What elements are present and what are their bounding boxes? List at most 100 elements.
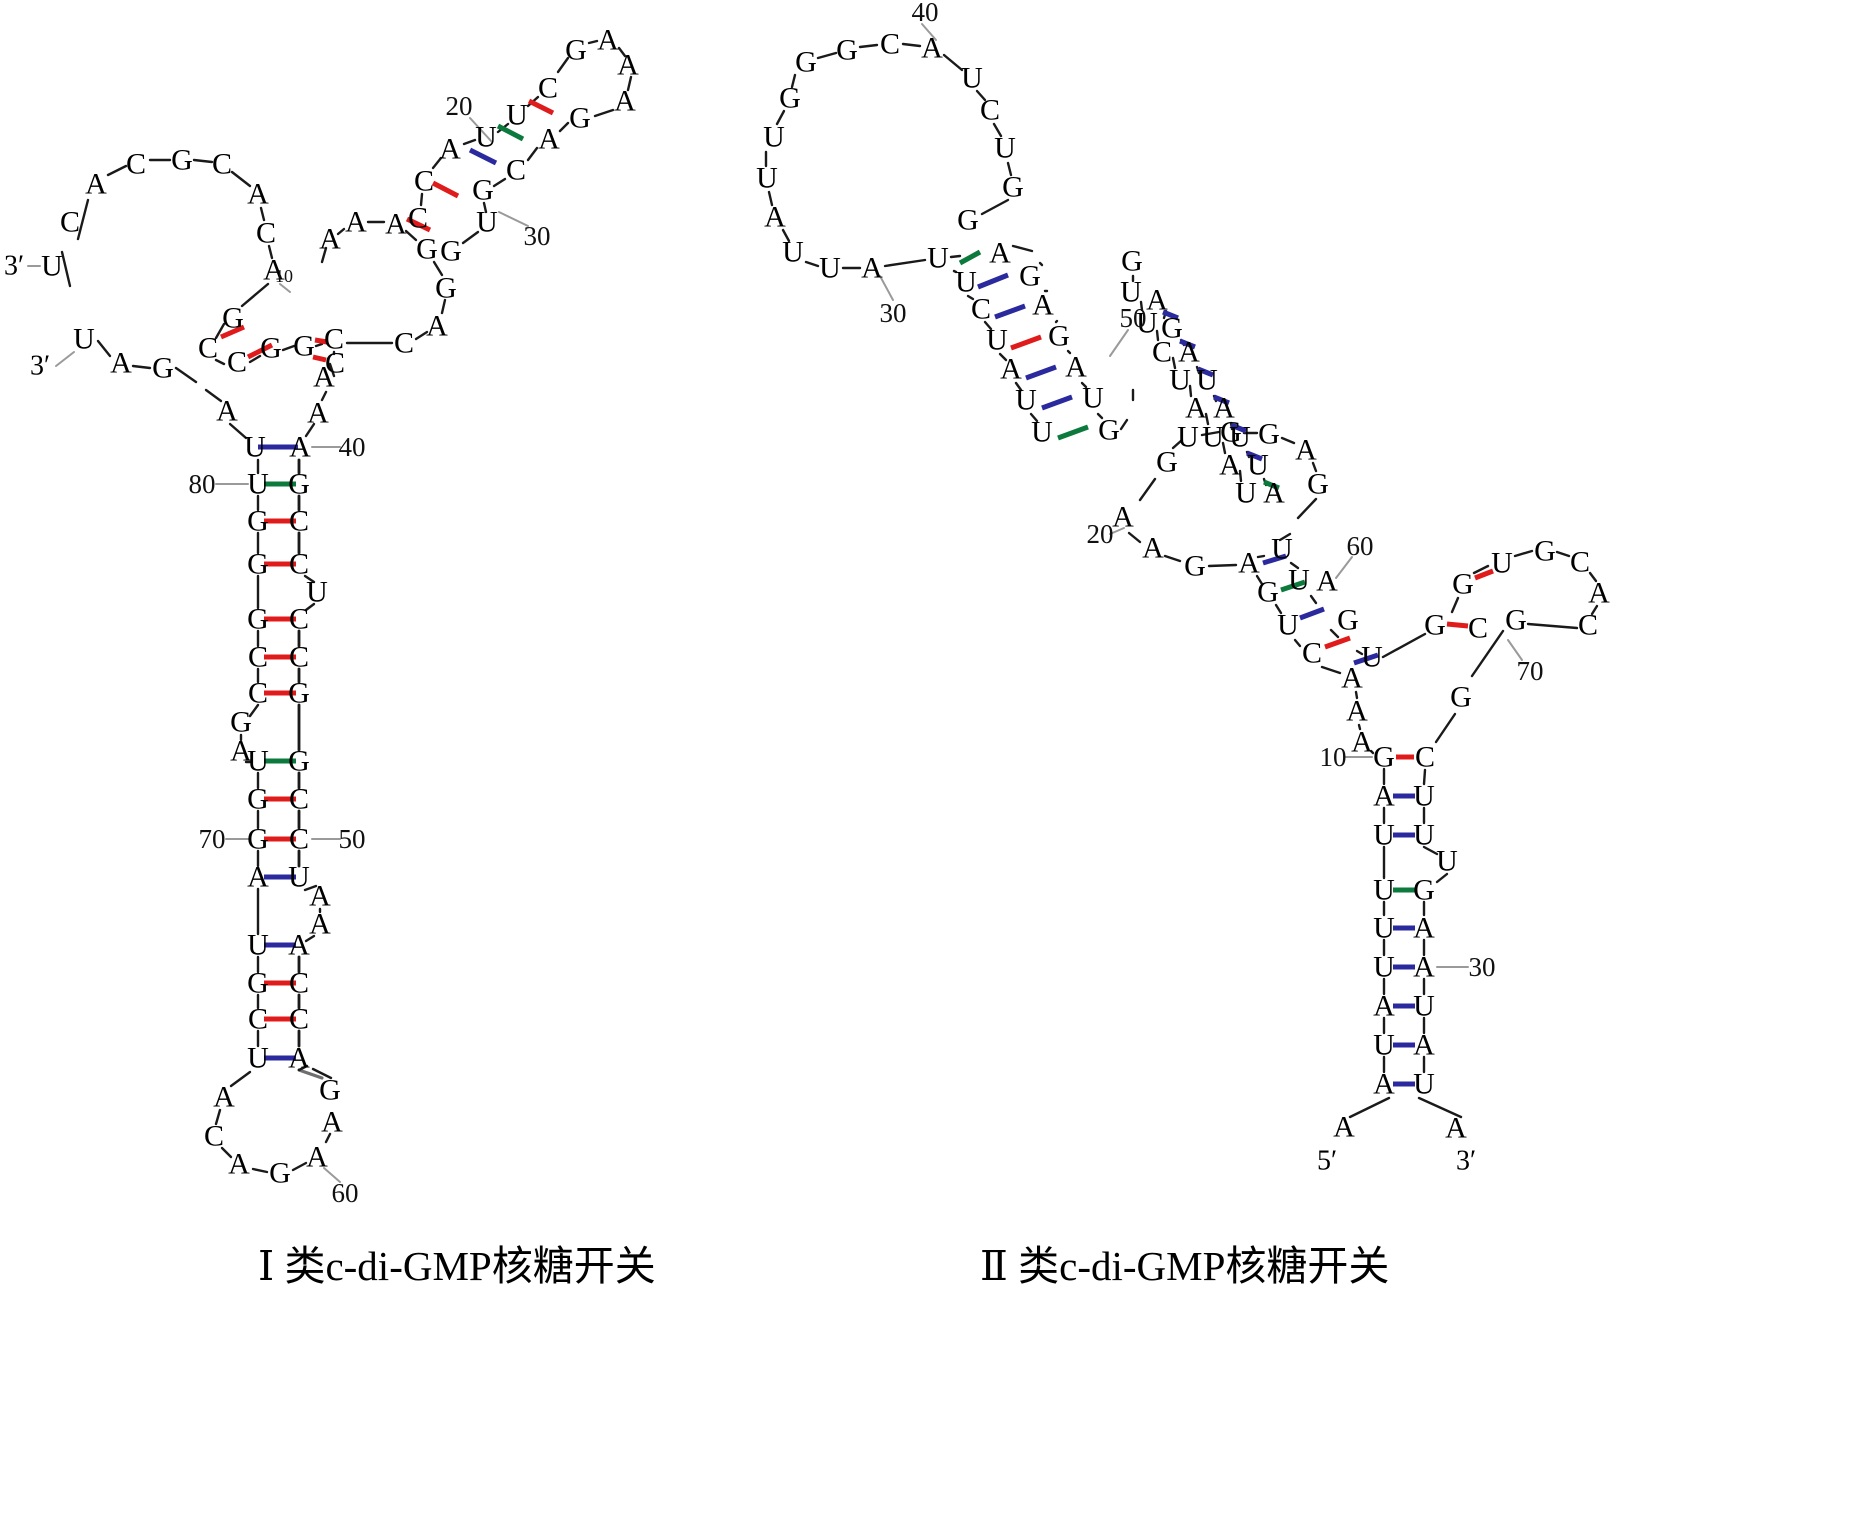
base-pair-bond-gc — [1474, 568, 1494, 581]
base-pair-bond-gc — [314, 337, 328, 345]
backbone-segment — [1422, 768, 1427, 786]
backbone-segment — [304, 422, 316, 438]
backbone-segment — [303, 574, 316, 584]
backbone-segment — [1171, 438, 1184, 450]
position-label-20: 20 — [1087, 519, 1114, 549]
nucleotide-A: A — [1112, 501, 1134, 534]
backbone-segment — [1256, 554, 1266, 559]
nucleotide-A: A — [1373, 1068, 1395, 1101]
backbone-segment — [1006, 161, 1013, 177]
position-label-10: 10 — [275, 266, 293, 286]
base-pair-bond-au — [994, 303, 1026, 320]
base-pair-bond-gu — [1280, 579, 1306, 593]
nucleotide-G: G — [1337, 604, 1359, 637]
backbone-segment — [204, 388, 223, 403]
nucleotide-U: U — [1015, 384, 1037, 417]
nucleotide-C: C — [289, 783, 309, 816]
nucleotide-C: C — [324, 323, 344, 356]
terminus-label: 5′ — [1317, 1146, 1337, 1177]
position-leader-line — [879, 275, 894, 301]
nucleotide-G: G — [1258, 418, 1280, 451]
base-pair-bond-au — [1246, 450, 1263, 462]
position-label-70: 70 — [199, 824, 226, 854]
backbone-segment — [1188, 384, 1193, 398]
nucleotide-U: U — [247, 929, 269, 962]
nucleotide-G: G — [1019, 260, 1041, 293]
backbone-segment — [767, 190, 774, 207]
backbone-segment — [291, 1161, 308, 1172]
backbone-segment — [1204, 412, 1210, 426]
nucleotide-A: A — [1413, 951, 1435, 984]
nucleotide-C: C — [506, 154, 526, 187]
backbone-segment — [431, 156, 443, 170]
nucleotide-G: G — [1257, 576, 1279, 609]
backbone-segment — [1417, 1096, 1463, 1119]
nucleotide-A: A — [1295, 434, 1317, 467]
nucleotide-U: U — [244, 431, 266, 464]
base-pair-bond-gu — [496, 123, 525, 142]
nucleotide-C: C — [227, 346, 247, 379]
base-pair-bond-gc — [405, 216, 432, 233]
nucleotide-G: G — [836, 34, 858, 67]
nucleotide-C: C — [126, 148, 146, 181]
backbone-segment — [304, 602, 316, 612]
terminus-label: 3′ — [30, 351, 50, 382]
position-label-40: 40 — [912, 0, 939, 27]
backbone-segment — [228, 422, 248, 440]
nucleotide-C: C — [248, 677, 268, 710]
backbone-segment — [492, 177, 507, 188]
nucleotide-A: A — [1219, 449, 1241, 482]
leader-lines-left-group — [27, 117, 529, 1183]
nucleotide-U: U — [1031, 416, 1053, 449]
nucleotide-U: U — [1491, 547, 1513, 580]
base-pair-bond-au — [1197, 366, 1214, 378]
nucleotide-A: A — [230, 735, 252, 768]
nucleotide-G: G — [440, 235, 462, 268]
position-label-40: 40 — [339, 432, 366, 462]
nucleotide-U: U — [1436, 845, 1458, 878]
backbone-segment — [1038, 261, 1044, 267]
nucleotide-C: C — [325, 347, 345, 380]
nucleotide-G: G — [1413, 874, 1435, 907]
nucleotide-C: C — [248, 641, 268, 674]
backbone-segment — [558, 121, 570, 133]
nucleotide-G: G — [247, 783, 269, 816]
base-pair-bond-au — [1213, 394, 1230, 406]
nucleotide-A: A — [85, 168, 107, 201]
backbone-right-group — [764, 42, 1599, 1119]
nucleotide-G: G — [1002, 171, 1024, 204]
backbone-segment — [1355, 649, 1364, 656]
backbone-segment — [1526, 622, 1579, 630]
base-pair-bond-au — [1162, 309, 1179, 321]
backbone-segment — [983, 320, 993, 331]
nucleotide-U: U — [306, 576, 328, 609]
nucleotide-G: G — [1452, 568, 1474, 601]
nucleotide-G: G — [1534, 535, 1556, 568]
backbone-segment — [1320, 665, 1342, 675]
nucleotide-U: U — [288, 861, 310, 894]
backbone-segment — [998, 352, 1008, 362]
backbone-segment — [587, 39, 599, 45]
nucleotide-A: A — [861, 252, 883, 285]
backbone-segment — [314, 342, 324, 348]
nucleotide-G: G — [260, 332, 282, 365]
nucleotide-C: C — [408, 202, 428, 235]
nucleotide-U: U — [476, 206, 498, 239]
backbone-segment — [1590, 604, 1599, 616]
base-pair-bond-au — [1299, 606, 1325, 621]
nucleotide-G: G — [1184, 550, 1206, 583]
nucleotide-G: G — [293, 330, 315, 363]
nucleotide-A: A — [213, 1081, 235, 1114]
nucleotide-U: U — [1373, 874, 1395, 907]
nucleotide-G: G — [565, 34, 587, 67]
nucleotide-A: A — [989, 237, 1011, 270]
backbone-segment — [297, 1068, 324, 1080]
nucleotide-U: U — [1413, 780, 1435, 813]
nucleotide-G: G — [152, 352, 174, 385]
nucleotide-U: U — [1247, 449, 1269, 482]
backbone-segment — [1293, 638, 1302, 648]
base-pair-bond-au — [1179, 338, 1196, 350]
backbone-segment — [617, 46, 627, 58]
nucleotide-G: G — [288, 468, 310, 501]
